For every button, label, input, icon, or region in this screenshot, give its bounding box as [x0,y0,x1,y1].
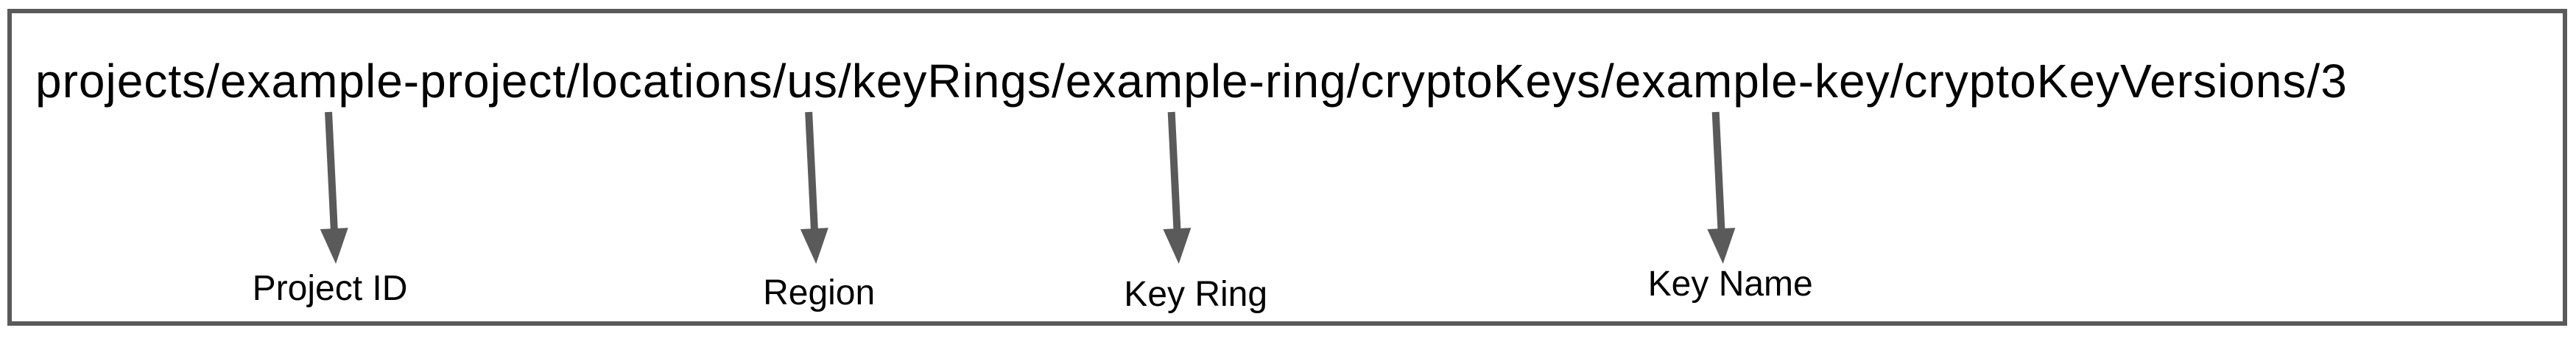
resource-path-text: projects/example-project/locations/us/ke… [35,55,2350,119]
key-name-label: Key Name [1647,265,1813,304]
path-segment: /keyRings/ [837,55,1066,108]
path-segment-key-ring: example-ring [1065,55,1347,108]
path-segment-region: us [786,55,838,108]
path-segment-project-id: example-project [219,55,567,108]
path-segment: projects/ [35,55,220,108]
key-ring-label: Key Ring [1124,275,1268,314]
path-segment: /cryptoKeyVersions/3 [1890,55,2348,108]
path-segment: /cryptoKeys/ [1346,55,1615,108]
resource-path-input-box[interactable]: projects/example-project/locations/us/ke… [7,9,2567,326]
region-label: Region [763,273,876,312]
project-id-label: Project ID [252,269,408,308]
path-segment: /locations/ [566,55,787,108]
path-segment-key-name: example-key [1614,55,1890,108]
